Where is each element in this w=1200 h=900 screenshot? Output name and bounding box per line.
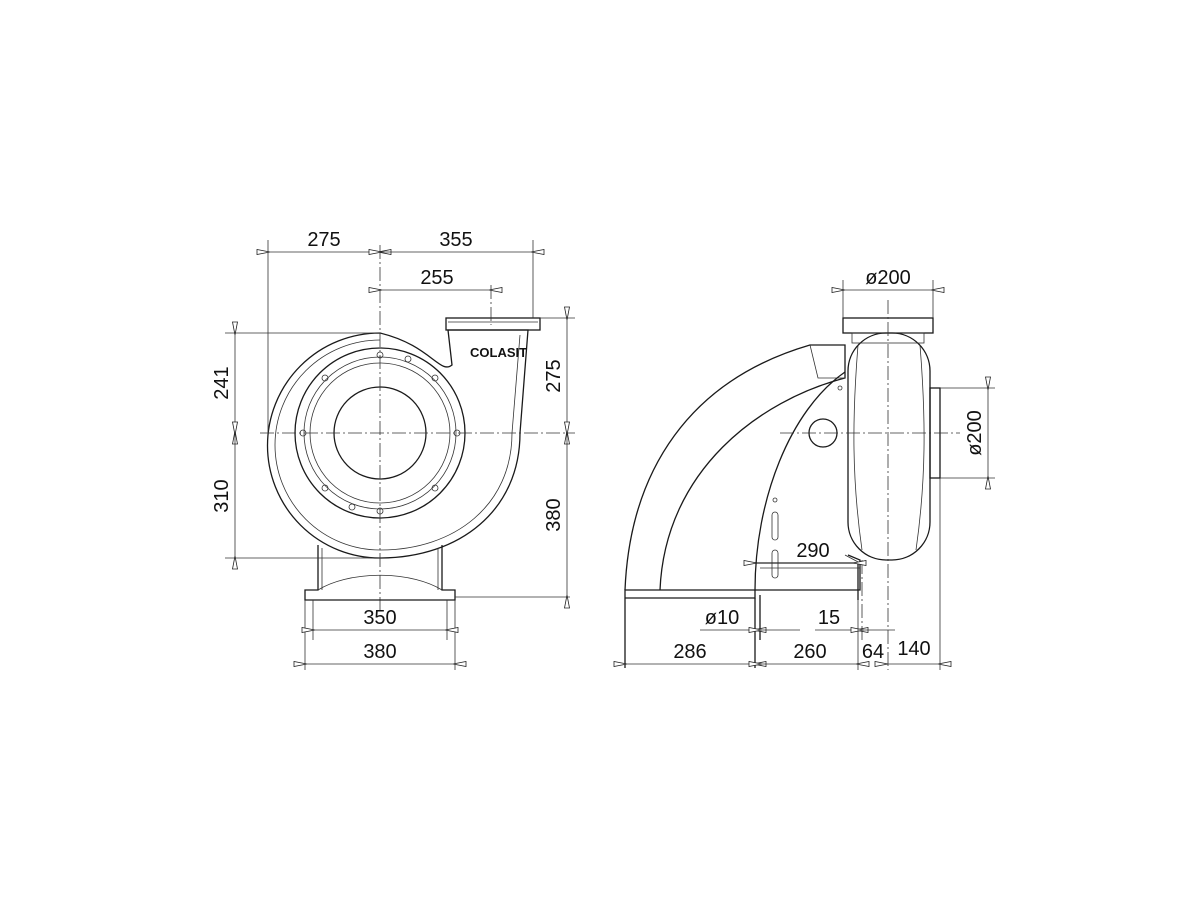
dim-350: 350 xyxy=(363,607,396,629)
dim-d10: ø10 xyxy=(705,607,739,629)
dim-355: 355 xyxy=(439,229,472,251)
dim-64: 64 xyxy=(862,641,884,663)
dim-15: 15 xyxy=(818,607,840,629)
dim-d200-side: ø200 xyxy=(964,410,986,456)
dim-140: 140 xyxy=(897,638,930,660)
dim-255: 255 xyxy=(420,267,453,289)
fan-stand xyxy=(304,545,456,601)
front-view: COLASIT xyxy=(260,245,575,610)
logo: COLASIT xyxy=(470,345,527,360)
dim-d200-top: ø200 xyxy=(865,267,911,289)
dim-275-top: 275 xyxy=(307,229,340,251)
fan-housing xyxy=(266,329,529,559)
dim-380-bottom: 380 xyxy=(363,641,396,663)
side-dimensions: ø200 ø200 290 ø10 15 286 260 64 140 xyxy=(627,267,995,670)
dim-286: 286 xyxy=(673,641,706,663)
dim-310: 310 xyxy=(211,479,233,512)
dim-260: 260 xyxy=(793,641,826,663)
front-dimensions: 275 355 255 241 310 275 380 350 380 xyxy=(211,229,575,670)
dim-275-right: 275 xyxy=(543,359,565,392)
dim-290: 290 xyxy=(796,540,829,562)
volute-side xyxy=(847,332,931,561)
side-view xyxy=(624,300,960,670)
outlet-duct xyxy=(624,344,846,591)
dim-380-right: 380 xyxy=(543,498,565,531)
dim-241: 241 xyxy=(211,366,233,399)
outlet-flange xyxy=(445,317,541,331)
